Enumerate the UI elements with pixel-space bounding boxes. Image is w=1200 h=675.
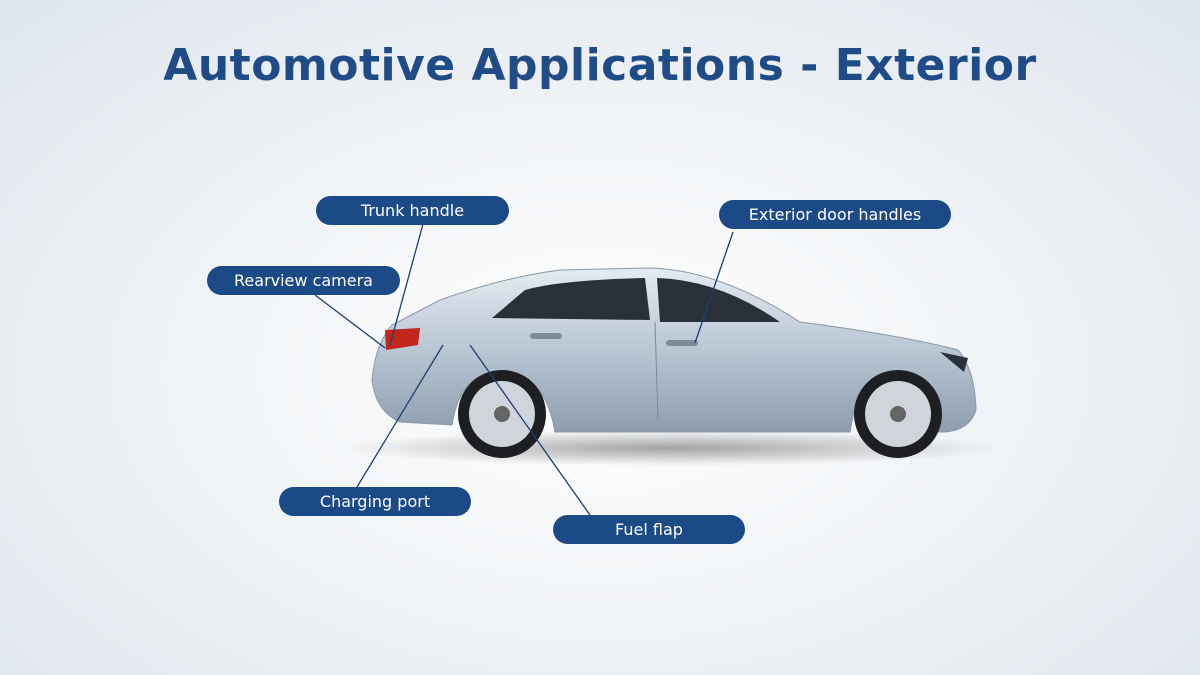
front-wheel bbox=[854, 370, 942, 458]
label-fuel-flap: Fuel flap bbox=[553, 515, 745, 544]
door-seam bbox=[654, 321, 659, 421]
rear-wheel bbox=[458, 370, 546, 458]
label-trunk-handle: Trunk handle bbox=[316, 196, 509, 225]
slide-title: Automotive Applications - Exterior bbox=[163, 40, 1037, 91]
front-door-handle bbox=[666, 340, 698, 346]
callout-line-fuel-flap bbox=[469, 344, 591, 516]
callout-line-trunk-handle bbox=[389, 223, 424, 346]
label-rearview-camera: Rearview camera bbox=[207, 266, 400, 295]
callout-line-charging-port bbox=[356, 344, 444, 488]
headlight bbox=[940, 352, 968, 372]
label-charging-port: Charging port bbox=[279, 487, 471, 516]
car-windows bbox=[492, 278, 780, 322]
rear-door-handle bbox=[530, 333, 562, 339]
callout-lines bbox=[314, 223, 734, 516]
callout-line-rearview-camera bbox=[314, 294, 386, 349]
callout-line-door-handles bbox=[694, 231, 734, 344]
label-exterior-door-handles: Exterior door handles bbox=[719, 200, 951, 229]
